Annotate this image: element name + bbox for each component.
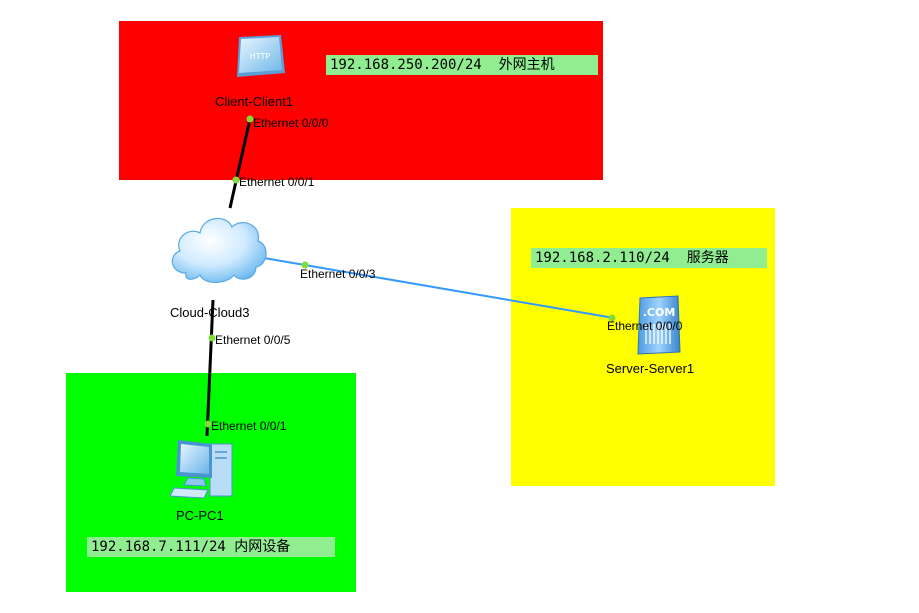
client-port-label: Ethernet 0/0/0	[253, 116, 329, 130]
client-label[interactable]: Client-Client1	[215, 94, 294, 109]
server-icon[interactable]: .COM	[634, 294, 684, 356]
link-cloud-server[interactable]	[263, 257, 615, 319]
client-icon-text: HTTP	[250, 52, 271, 61]
port-dot-server	[608, 314, 616, 322]
link-cloud-pc[interactable]	[205, 299, 215, 437]
link-client-cloud[interactable]	[228, 118, 252, 209]
server-label[interactable]: Server-Server1	[606, 361, 695, 376]
external-host-note[interactable]: 192.168.250.200/24 外网主机	[326, 55, 598, 75]
server-icon-text: .COM	[643, 306, 676, 319]
cloud-icon[interactable]	[164, 205, 272, 291]
server-note[interactable]: 192.168.2.110/24 服务器	[531, 248, 767, 268]
port-dot-client	[246, 115, 254, 123]
port-dot-cloud-eth5	[208, 334, 216, 342]
server-port-label: Ethernet 0/0/0	[607, 319, 683, 333]
cloud-port-eth5-label: Ethernet 0/0/5	[215, 333, 291, 347]
cloud-label[interactable]: Cloud-Cloud3	[170, 305, 250, 320]
port-dot-cloud-eth1	[232, 176, 240, 184]
internal-device-note[interactable]: 192.168.7.111/24 内网设备	[87, 537, 335, 557]
pc-icon[interactable]	[170, 438, 240, 502]
pc-label[interactable]: PC-PC1	[176, 508, 224, 523]
cloud-port-eth1-label: Ethernet 0/0/1	[239, 175, 315, 189]
cloud-port-eth3-label: Ethernet 0/0/3	[300, 267, 376, 281]
port-dot-pc	[204, 420, 212, 428]
external-host-zone	[119, 21, 603, 180]
port-dot-cloud-eth3	[301, 261, 309, 269]
http-client-icon[interactable]: HTTP	[229, 33, 287, 79]
pc-port-label: Ethernet 0/0/1	[211, 419, 287, 433]
